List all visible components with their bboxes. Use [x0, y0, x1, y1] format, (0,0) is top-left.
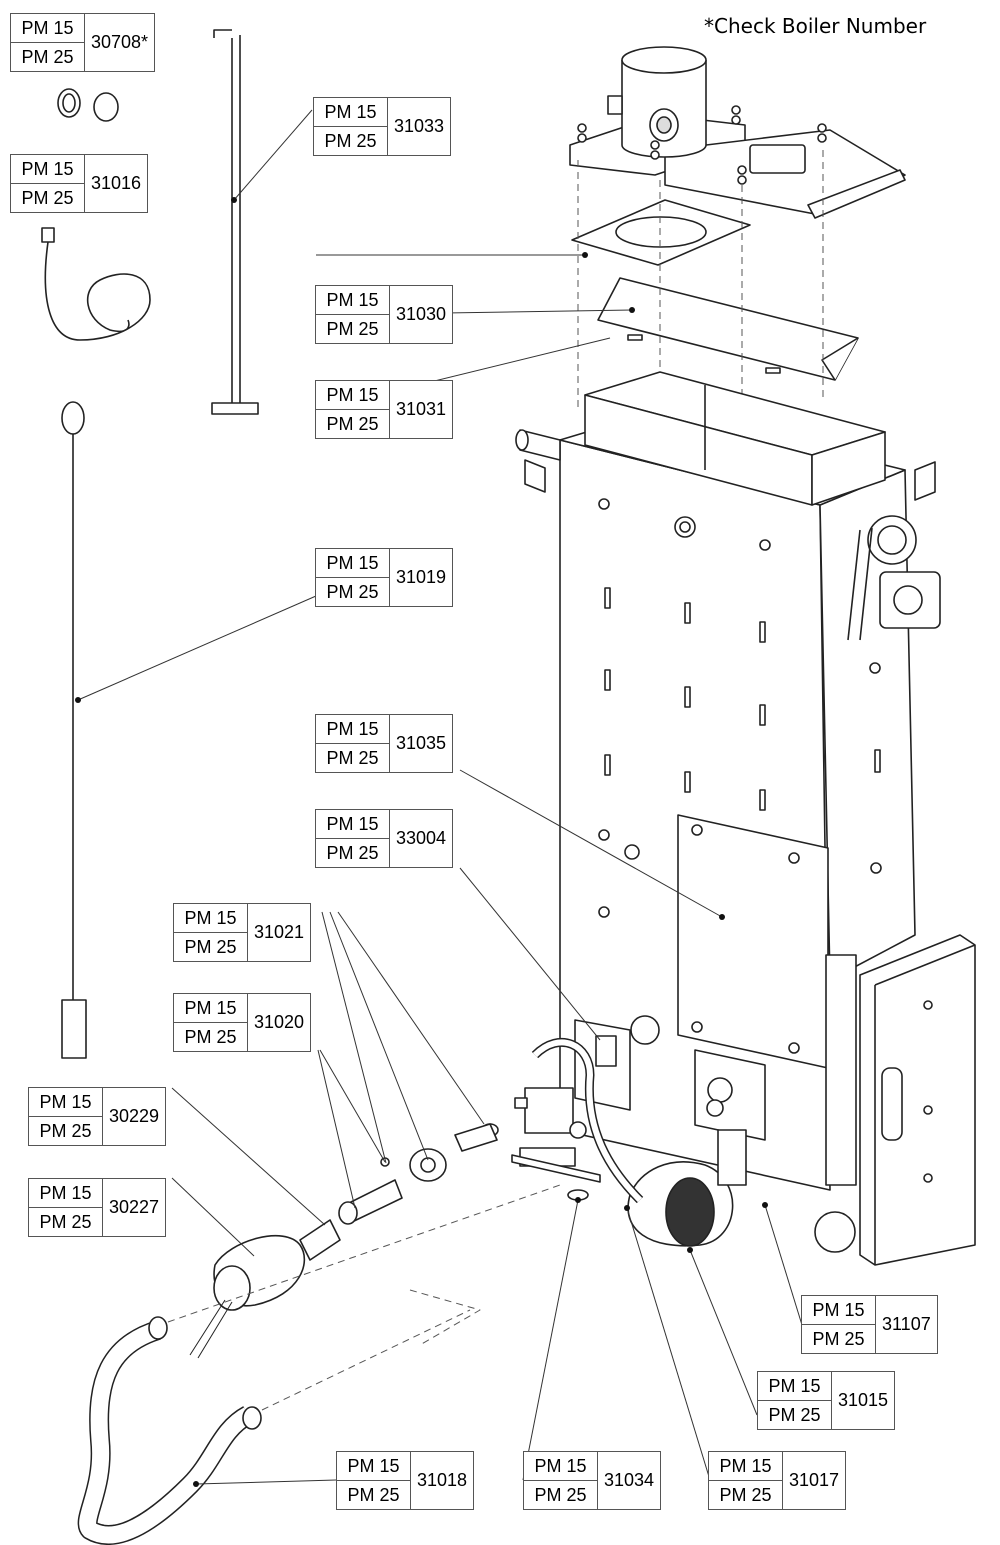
part-label-30227: PM 15 30227 PM 25 [28, 1178, 167, 1237]
model-pm25: PM 25 [316, 744, 390, 772]
model-pm15: PM 15 [316, 286, 390, 315]
blower-motor [189, 1219, 341, 1359]
part-number: 31020 [254, 1012, 305, 1032]
part-label-33004: PM 15 33004 PM 25 [315, 809, 454, 868]
part-number: 31031 [396, 399, 447, 419]
part-label-31031: PM 15 31031 PM 25 [315, 380, 454, 439]
part-number: 30229 [109, 1106, 160, 1126]
part-label-31033: PM 15 31033 PM 25 [313, 97, 452, 156]
model-pm25: PM 25 [802, 1325, 876, 1353]
part-label-31019: PM 15 31019 PM 25 [315, 548, 454, 607]
part-number: 31035 [396, 733, 447, 753]
model-pm15: PM 15 [29, 1088, 103, 1117]
part-number: 31021 [254, 922, 305, 942]
part-label-31035: PM 15 31035 PM 25 [315, 714, 454, 773]
model-pm25: PM 25 [314, 127, 388, 155]
part-number: 31016 [91, 173, 142, 193]
cleaning-brush [61, 401, 87, 1059]
part-label-31018: PM 15 31018 PM 25 [336, 1451, 475, 1510]
part-number: 31018 [417, 1470, 468, 1490]
support-rod [211, 29, 259, 415]
part-label-31021: PM 15 31021 PM 25 [173, 903, 312, 962]
cover-nuts [577, 105, 827, 185]
model-pm15: PM 15 [709, 1452, 783, 1481]
burner-support [511, 1154, 601, 1201]
part-number: 31019 [396, 567, 447, 587]
part-label-31015: PM 15 31015 PM 25 [757, 1371, 896, 1430]
motor-assembly [847, 515, 941, 641]
part-number: 31017 [789, 1470, 840, 1490]
control-box [825, 934, 976, 1266]
baffle-plate [597, 277, 859, 381]
sensor-cable [41, 227, 151, 341]
model-pm25: PM 25 [174, 933, 248, 961]
burner-tube-parts [338, 1123, 499, 1225]
model-pm25: PM 25 [524, 1481, 598, 1509]
air-hose [77, 1316, 262, 1545]
part-label-31020: PM 15 31020 PM 25 [173, 993, 312, 1052]
model-pm25: PM 25 [758, 1401, 832, 1429]
model-pm25: PM 25 [29, 1208, 103, 1236]
part-number: 30708* [91, 32, 149, 52]
flue-collar [607, 46, 707, 158]
model-pm25: PM 25 [316, 315, 390, 343]
access-panel [677, 814, 829, 1069]
model-pm15: PM 15 [314, 98, 388, 127]
model-pm25: PM 25 [709, 1481, 783, 1509]
part-number: 30227 [109, 1197, 160, 1217]
model-pm15: PM 15 [802, 1296, 876, 1325]
model-pm25: PM 25 [174, 1023, 248, 1051]
model-pm25: PM 25 [11, 184, 85, 212]
part-label-31016: PM 15 31016 PM 25 [10, 154, 149, 213]
part-label-30708: PM 15 30708* PM 25 [10, 13, 156, 72]
part-number: 31033 [394, 116, 445, 136]
part-label-31034: PM 15 31034 PM 25 [523, 1451, 662, 1510]
part-label-31017: PM 15 31017 PM 25 [708, 1451, 847, 1510]
check-boiler-note: *Check Boiler Number [704, 14, 927, 38]
model-pm15: PM 15 [174, 904, 248, 933]
model-pm25: PM 25 [337, 1481, 411, 1509]
part-label-30229: PM 15 30229 PM 25 [28, 1087, 167, 1146]
model-pm15: PM 15 [316, 381, 390, 410]
part-number: 33004 [396, 828, 447, 848]
model-pm15: PM 15 [316, 549, 390, 578]
burner-assembly [531, 1015, 856, 1253]
top-cover-plate [569, 114, 906, 219]
model-pm25: PM 25 [316, 410, 390, 438]
part-number: 31107 [882, 1314, 931, 1334]
model-pm15: PM 15 [316, 715, 390, 744]
model-pm25: PM 25 [29, 1117, 103, 1145]
model-pm15: PM 15 [337, 1452, 411, 1481]
model-pm25: PM 25 [316, 578, 390, 606]
model-pm15: PM 15 [11, 14, 85, 43]
body-holes [598, 498, 882, 918]
sight-glass-kit [57, 88, 119, 122]
model-pm15: PM 15 [524, 1452, 598, 1481]
part-number: 31015 [838, 1390, 889, 1410]
model-pm25: PM 25 [11, 43, 85, 71]
part-label-31107: PM 15 31107 PM 25 [801, 1295, 938, 1354]
model-pm25: PM 25 [316, 839, 390, 867]
model-pm15: PM 15 [316, 810, 390, 839]
model-pm15: PM 15 [758, 1372, 832, 1401]
part-number: 31030 [396, 304, 447, 324]
flue-gasket [571, 199, 751, 266]
model-pm15: PM 15 [11, 155, 85, 184]
model-pm15: PM 15 [29, 1179, 103, 1208]
part-label-31030: PM 15 31030 PM 25 [315, 285, 454, 344]
part-number: 31034 [604, 1470, 655, 1490]
model-pm15: PM 15 [174, 994, 248, 1023]
